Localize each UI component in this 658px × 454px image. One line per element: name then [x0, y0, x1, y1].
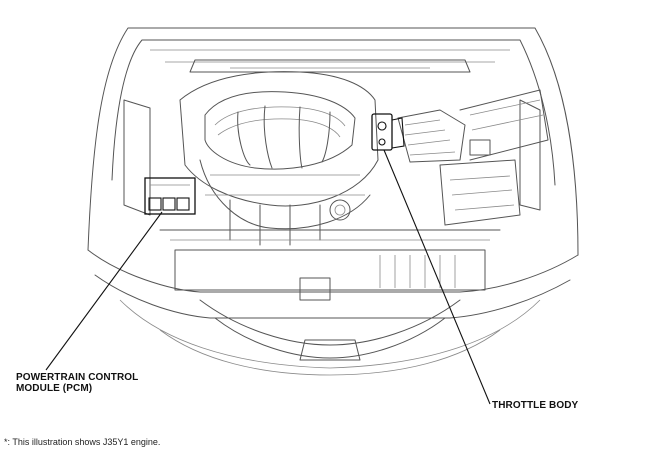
pcm-module	[144, 177, 196, 215]
throttle-body-leader-line	[383, 149, 491, 405]
hood-outline	[87, 27, 579, 256]
footnote: *: This illustration shows J35Y1 engine.	[4, 437, 161, 447]
front-fascia	[87, 229, 579, 376]
cowl-panel	[123, 59, 541, 216]
airbox	[439, 139, 521, 226]
pcm-callout-label: POWERTRAIN CONTROL MODULE (PCM)	[16, 372, 139, 394]
throttle-body-callout-label: THROTTLE BODY	[492, 400, 579, 411]
intake-duct	[397, 89, 549, 163]
throttle-body	[371, 113, 405, 151]
engine-block	[179, 71, 379, 246]
pcm-leader-line	[45, 211, 163, 371]
